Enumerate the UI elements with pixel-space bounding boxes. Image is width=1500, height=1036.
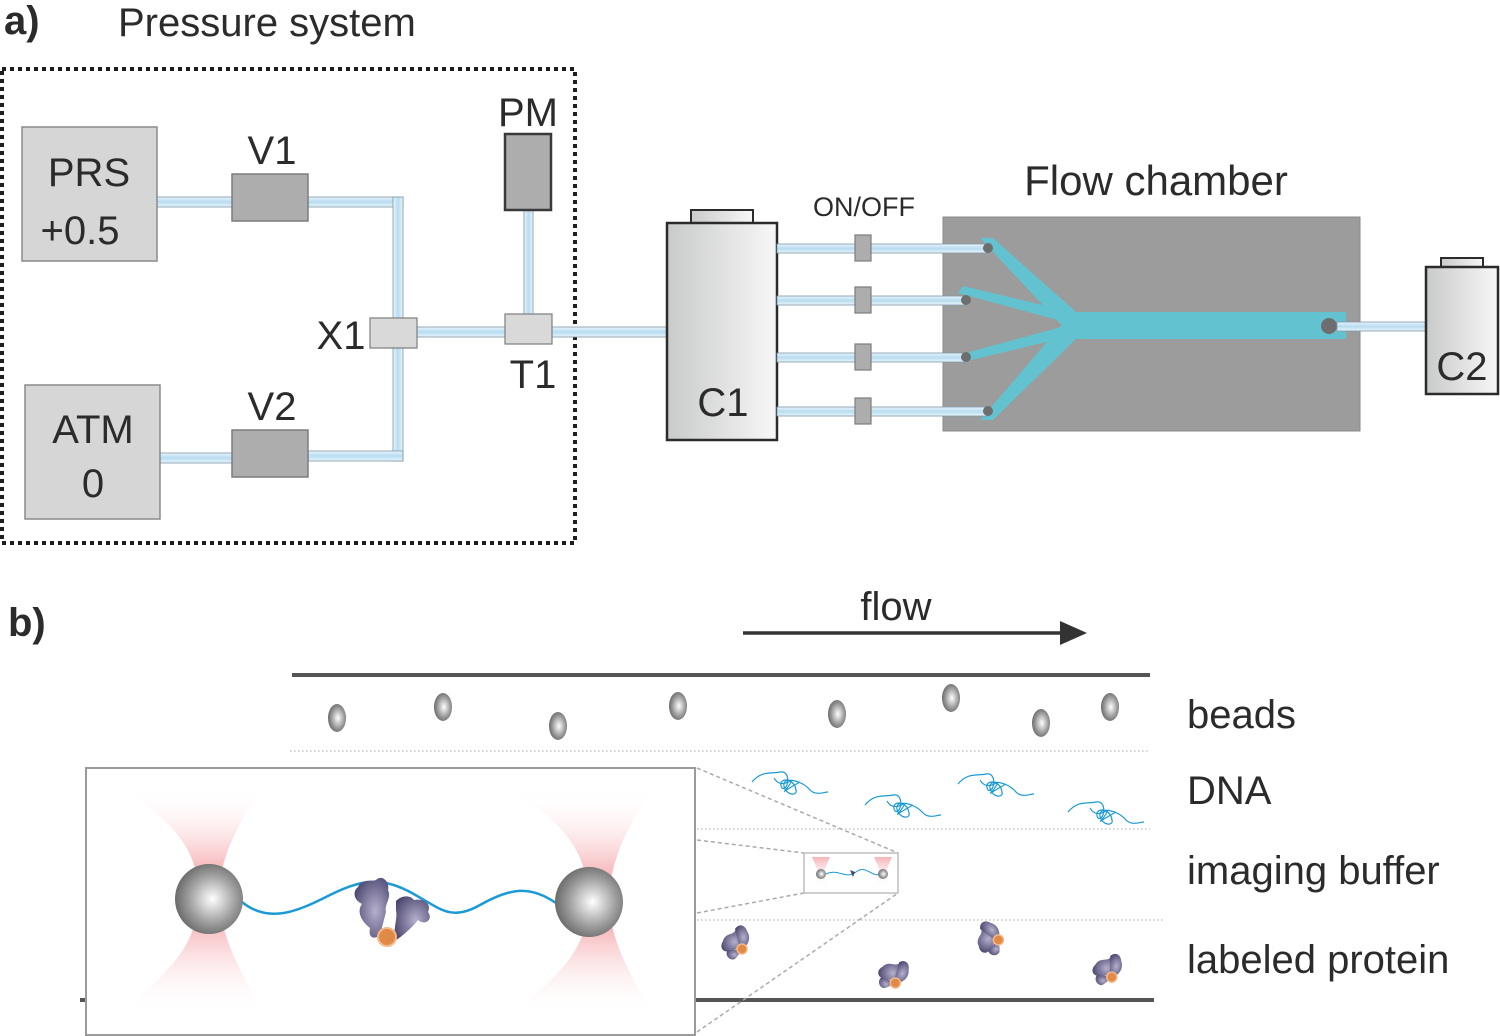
inlet-line — [776, 234, 993, 262]
prs-label: PRS — [48, 151, 130, 195]
pressure-system-title: Pressure system — [118, 1, 416, 45]
laser-beam-left-top — [120, 787, 262, 895]
outlet-tube — [1336, 321, 1428, 332]
channel-4 — [980, 320, 1075, 420]
valve-v2-label: V2 — [248, 385, 297, 429]
lane-label: imaging buffer — [1187, 849, 1440, 893]
channel-1 — [980, 238, 1075, 330]
on-off-valve[interactable] — [854, 397, 872, 425]
valve-v1: V1 — [231, 129, 309, 222]
prs-pressure-source: PRS +0.5 — [21, 126, 158, 262]
atm-value: 0 — [82, 462, 104, 506]
bead — [1032, 709, 1050, 737]
zoom-guides — [696, 767, 899, 1033]
bead — [549, 712, 567, 740]
lane-dividers — [290, 750, 1165, 921]
dna-tether — [241, 880, 557, 916]
inlet-port — [961, 295, 971, 305]
pressure-meter-pm: PM — [498, 91, 558, 212]
dna-coil-strand — [773, 777, 801, 792]
dna-coil — [864, 794, 942, 818]
lane-label: beads — [1187, 693, 1296, 737]
container-c1: C1 — [665, 209, 779, 442]
channel-2 — [958, 286, 1076, 325]
bead — [434, 693, 452, 721]
fluorophore — [889, 977, 902, 989]
fluorophore — [736, 943, 748, 955]
flow-chamber-title: Flow chamber — [1024, 157, 1288, 204]
labeled-protein — [878, 961, 909, 989]
laser-beam-left-bottom — [120, 895, 262, 1013]
fluorophore — [992, 934, 1005, 946]
dna-coil-strand — [1089, 807, 1117, 822]
atm-label: ATM — [52, 408, 133, 452]
optical-trap-inset — [85, 767, 696, 1036]
bead — [328, 704, 346, 732]
bound-protein — [354, 877, 430, 947]
container-c1-label: C1 — [697, 381, 748, 425]
dna-coil — [751, 771, 829, 795]
valve-v2: V2 — [231, 385, 309, 478]
bead — [1101, 693, 1119, 721]
dna-coil-strand — [979, 779, 1007, 794]
main-channel — [1070, 312, 1346, 339]
labeled-protein — [721, 925, 750, 960]
channel-3 — [958, 323, 1076, 362]
flow-label: flow — [860, 585, 931, 629]
beads-group — [328, 684, 1119, 740]
trapped-bead-right — [555, 867, 623, 937]
inlet-line — [776, 343, 971, 371]
lane-label: DNA — [1187, 769, 1272, 813]
connector-x1-label: X1 — [317, 314, 366, 358]
connector-t1: T1 — [504, 313, 557, 397]
bead — [669, 692, 687, 720]
trapped-bead-left — [175, 864, 243, 934]
inlet-port — [961, 352, 971, 362]
labeled-protein — [1092, 953, 1122, 986]
outlet-port — [1321, 318, 1337, 334]
laser-beam-right-top — [510, 789, 652, 902]
laser-beam-right-bottom — [510, 900, 652, 1015]
valve-v1-label: V1 — [248, 129, 297, 173]
panel-a-label: a) — [4, 0, 40, 43]
container-c2: C2 — [1424, 257, 1500, 396]
small-optical-trap — [803, 852, 899, 894]
inlet-line — [776, 397, 993, 425]
dna-coil — [1067, 801, 1145, 825]
inlet-lines — [776, 234, 993, 425]
pressure-system-border — [0, 67, 577, 545]
flow-arrow — [743, 621, 1087, 645]
dna-coil-strand — [886, 800, 914, 815]
inlet-line — [776, 286, 971, 314]
panel-b-label: b) — [8, 601, 46, 645]
pressure-meter-label: PM — [498, 91, 558, 135]
on-off-label: ON/OFF — [813, 192, 915, 222]
labeled-protein — [977, 921, 1005, 956]
fluorophore — [377, 927, 397, 947]
connector-t1-label: T1 — [510, 353, 557, 397]
microfluidic-channels — [958, 238, 1346, 420]
on-off-valve[interactable] — [854, 234, 872, 262]
container-c2-label: C2 — [1436, 345, 1487, 389]
dna-coil — [957, 773, 1035, 797]
bead — [828, 700, 846, 728]
on-off-valve[interactable] — [854, 286, 872, 314]
fluorophore — [1106, 971, 1118, 983]
atm-source: ATM 0 — [24, 384, 161, 520]
flow-chamber: Flow chamber — [942, 157, 1361, 432]
inlet-port — [983, 243, 993, 253]
on-off-valve[interactable] — [854, 343, 872, 371]
bead — [942, 684, 960, 712]
dna-group — [751, 771, 1145, 825]
lane-label: labeled protein — [1187, 938, 1449, 982]
connector-x1: X1 — [317, 314, 418, 358]
proteins-group — [721, 921, 1122, 989]
inlet-port — [983, 406, 993, 416]
prs-value: +0.5 — [41, 209, 120, 253]
